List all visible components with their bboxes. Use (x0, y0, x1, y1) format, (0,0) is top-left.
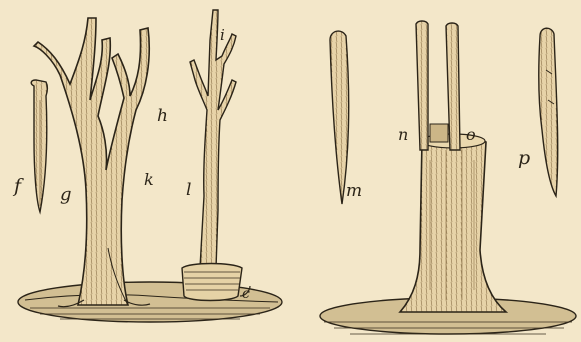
label-m: m (346, 181, 362, 201)
label-i: i (220, 26, 225, 44)
label-p: p (518, 147, 530, 169)
label-c: c (242, 286, 250, 302)
label-f: f (12, 175, 24, 197)
scion-m (330, 31, 349, 204)
potted-sapling (182, 10, 250, 301)
scion-p (539, 28, 558, 196)
label-n: n (398, 125, 408, 144)
scion-f (31, 80, 47, 212)
label-g: g (60, 184, 72, 205)
label-k: k (144, 170, 154, 189)
label-l: l (186, 180, 191, 200)
large-tree (34, 18, 150, 307)
label-o: o (466, 125, 476, 144)
cleft-graft-stump (400, 21, 506, 312)
label-h: h (157, 106, 168, 126)
